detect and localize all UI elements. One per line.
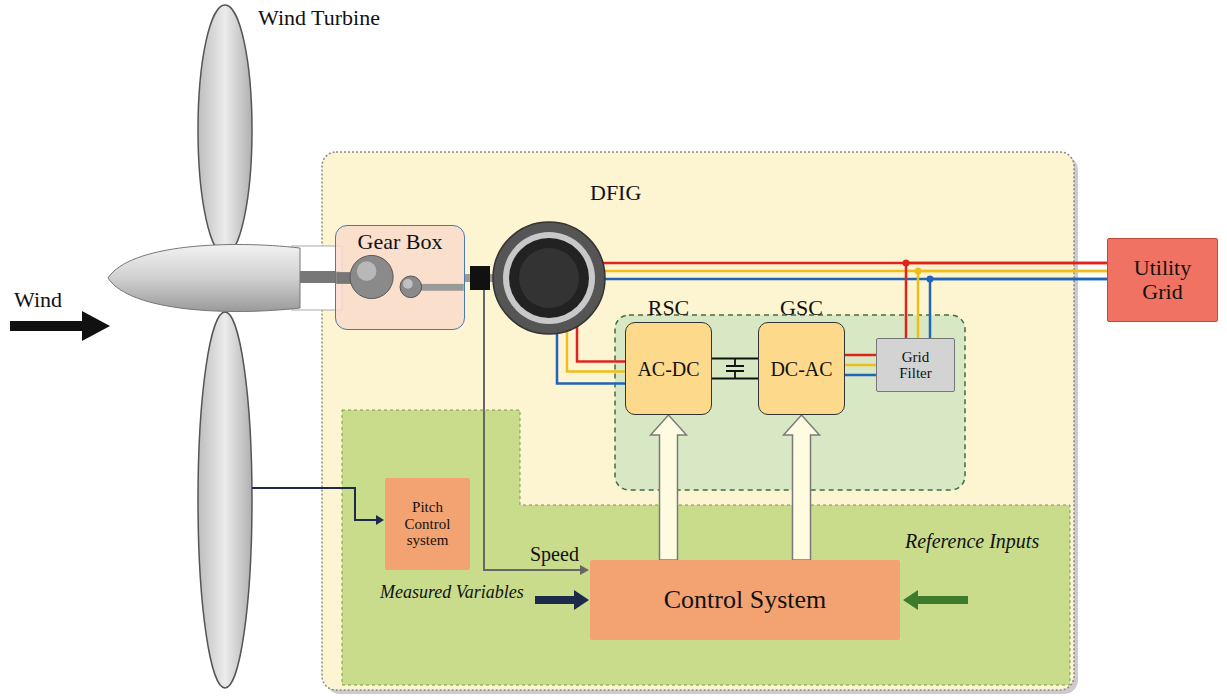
signal-label: Speed	[530, 543, 579, 565]
filter-box: Grid Filter	[876, 338, 955, 392]
node-text: Pitch Control system	[392, 499, 464, 549]
wire-line	[845, 374, 876, 377]
pitch-control-box: Pitch Control system	[385, 478, 470, 570]
arrow-shape	[784, 415, 820, 560]
control-arrow	[784, 415, 820, 560]
wire-line	[567, 330, 625, 371]
node-text: AC-DC	[637, 358, 699, 380]
input-arrow	[535, 590, 589, 610]
hub	[108, 244, 300, 311]
coupling	[470, 266, 490, 290]
wire-line	[845, 354, 876, 357]
capacitor-symbol	[726, 358, 744, 378]
wire-line	[918, 271, 1107, 338]
input-arrow	[903, 590, 968, 610]
node-text: GSC	[780, 296, 823, 320]
node-text: Control System	[664, 586, 827, 615]
wire-line	[906, 263, 1107, 338]
control-arrow	[651, 415, 687, 560]
grid-box: Utility Grid	[1107, 238, 1218, 322]
wire	[712, 359, 758, 379]
wind-arrow	[10, 311, 110, 341]
junction-dot	[903, 260, 910, 267]
main-shaft	[300, 271, 340, 283]
wire	[557, 326, 625, 384]
wire-line	[557, 332, 625, 383]
gearbox-box: Gear Box	[335, 225, 465, 330]
wire	[903, 260, 1108, 339]
arrowhead	[580, 565, 589, 575]
wire-line	[845, 364, 876, 367]
converter-box: RSCAC-DC	[625, 322, 712, 415]
air-gap	[503, 232, 595, 324]
rotor	[509, 238, 589, 318]
stator	[493, 222, 605, 334]
gear-highlight	[403, 279, 413, 289]
converter-box: GSCDC-AC	[758, 322, 845, 415]
arrowhead	[376, 515, 384, 525]
junction-dot	[927, 276, 934, 283]
pitch-link	[252, 488, 378, 520]
gear	[400, 276, 422, 298]
node-text: Gear Box	[358, 230, 443, 254]
rotor-core	[519, 248, 579, 308]
wire	[845, 355, 876, 375]
node-text: DC-AC	[770, 358, 832, 380]
junction-dot	[915, 268, 922, 275]
wire-line	[577, 326, 625, 362]
title-label: Wind Turbine	[258, 6, 380, 30]
control-box: Control System	[590, 560, 900, 640]
signal-label: Measured Variables	[380, 583, 524, 603]
node-text: Grid Filter	[890, 349, 942, 382]
signal-label: Reference Inputs	[905, 530, 1039, 552]
node-text: DFIG	[590, 181, 641, 205]
housing	[322, 152, 1074, 690]
wire-line	[930, 279, 1107, 338]
node-text: RSC	[648, 296, 690, 320]
gear-highlight	[357, 261, 377, 281]
generator-circle: DFIG	[492, 221, 606, 335]
blade	[198, 5, 252, 255]
wire-line	[712, 359, 758, 379]
arrow-shape	[651, 415, 687, 560]
node-text: Utility Grid	[1117, 256, 1209, 304]
generator-illustration	[492, 221, 606, 335]
wind-label: Wind	[14, 288, 62, 312]
blade	[198, 312, 252, 688]
gear	[350, 255, 393, 298]
